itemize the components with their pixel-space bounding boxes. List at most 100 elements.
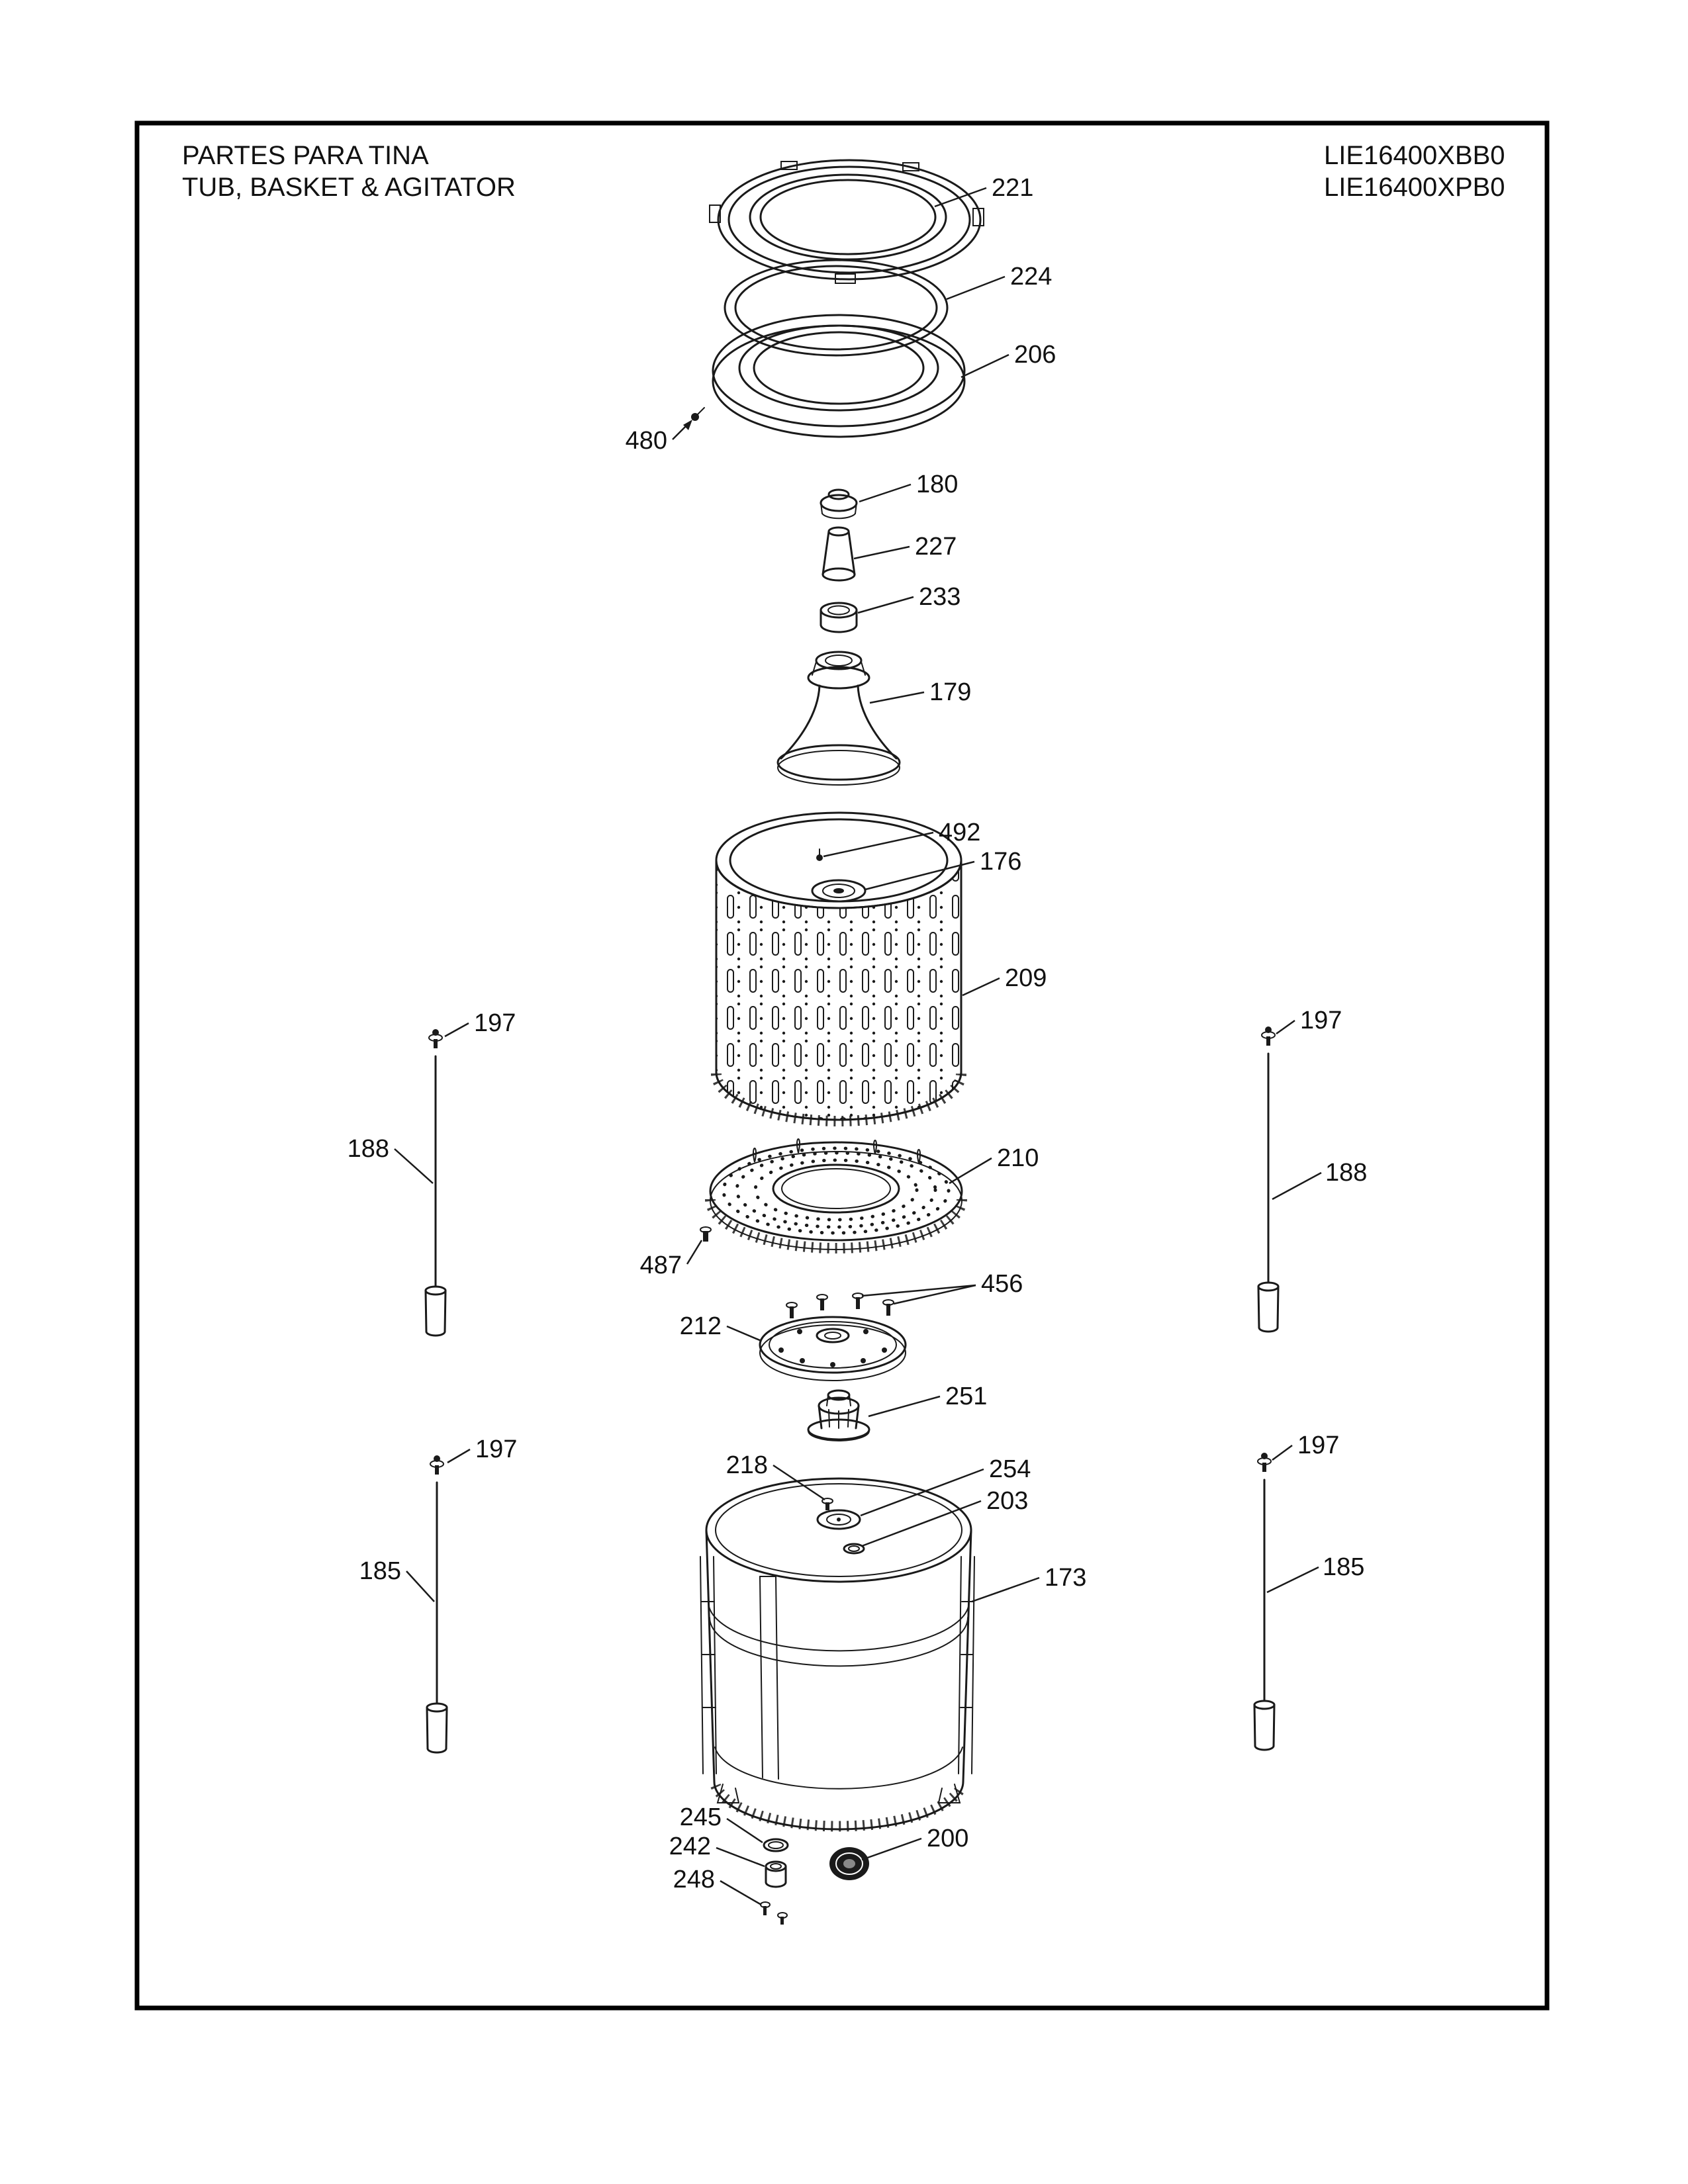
callout-label-242: 242 [669, 1833, 711, 1860]
callout-185-right: 185 [1266, 1553, 1364, 1594]
part-outer-tub-173 [700, 1477, 975, 1832]
callout-label-185: 185 [1323, 1553, 1364, 1581]
callout-185-left: 185 [359, 1557, 435, 1602]
callout-label-203: 203 [986, 1487, 1028, 1515]
part-screw-480 [691, 407, 705, 421]
callout-233: 233 [857, 583, 961, 614]
callout-label-197: 197 [1300, 1007, 1342, 1034]
part-screw-487 [700, 1226, 712, 1242]
callout-176: 176 [865, 848, 1021, 891]
part-hub-176 [811, 879, 867, 903]
callout-label-210: 210 [997, 1144, 1039, 1172]
callout-221: 221 [934, 174, 1033, 208]
part-screw-197-bottom-left [430, 1455, 444, 1475]
part-center-cap-254 [816, 1509, 861, 1530]
callout-label-197: 197 [474, 1009, 516, 1037]
callout-456: 456 [861, 1270, 1023, 1305]
callout-label-209: 209 [1005, 964, 1047, 992]
callout-254: 254 [860, 1455, 1031, 1517]
part-screw-197-bottom-right [1257, 1453, 1272, 1472]
callout-label-197: 197 [1297, 1432, 1339, 1459]
callout-224: 224 [946, 263, 1052, 300]
callout-487: 487 [640, 1240, 703, 1279]
callout-206: 206 [961, 341, 1056, 379]
page-title-spanish: PARTES PARA TINA [182, 141, 429, 170]
part-suspension-rod-185-right [1253, 1479, 1276, 1751]
part-bolt-218 [821, 1498, 833, 1510]
part-cap-200 [829, 1847, 869, 1880]
part-agitator-base-179 [776, 651, 901, 786]
callout-label-254: 254 [989, 1455, 1031, 1483]
part-screw-197-top-right [1261, 1026, 1276, 1046]
part-suspension-rod-185-left [426, 1481, 448, 1754]
callout-label-188: 188 [348, 1135, 389, 1163]
part-agitator-cap-180 [820, 488, 858, 520]
callout-209: 209 [962, 964, 1047, 997]
callout-label-492: 492 [939, 819, 980, 846]
callout-label-233: 233 [919, 583, 961, 611]
callout-label-251: 251 [945, 1383, 987, 1410]
part-screws-248 [760, 1901, 788, 1925]
callout-200: 200 [861, 1825, 968, 1861]
part-screws-456 [786, 1293, 894, 1318]
callout-label-188: 188 [1325, 1159, 1367, 1187]
callout-212: 212 [680, 1312, 762, 1342]
part-drive-block-251 [807, 1389, 870, 1441]
callout-173: 173 [971, 1564, 1086, 1603]
part-cover-ring-206 [712, 314, 966, 438]
part-suspension-rod-188-right [1257, 1052, 1280, 1333]
callout-210: 210 [949, 1144, 1039, 1185]
callout-248: 248 [673, 1866, 762, 1906]
callout-179: 179 [869, 678, 971, 706]
callout-label-180: 180 [916, 471, 958, 498]
callout-label-456: 456 [981, 1270, 1023, 1298]
callout-label-227: 227 [915, 533, 957, 561]
callout-label-173: 173 [1045, 1564, 1086, 1592]
part-wash-basket-209 [711, 811, 966, 1126]
part-spacer-242 [765, 1860, 787, 1888]
callout-label-176: 176 [980, 848, 1021, 876]
callout-188-left: 188 [348, 1135, 434, 1184]
part-tub-ring-221 [709, 159, 984, 284]
callout-197-top-right: 197 [1276, 1007, 1342, 1035]
callout-label-212: 212 [680, 1312, 722, 1340]
callout-251: 251 [868, 1383, 987, 1418]
callout-197-bottom-right: 197 [1272, 1432, 1339, 1461]
callout-label-206: 206 [1014, 341, 1056, 369]
part-hub-flange-212 [759, 1316, 907, 1381]
callout-label-218: 218 [726, 1451, 768, 1479]
callout-480: 480 [626, 420, 692, 455]
part-ring-245 [763, 1838, 789, 1852]
callout-245: 245 [680, 1803, 763, 1844]
header: PARTES PARA TINA TUB, BASKET & AGITATOR … [182, 141, 1505, 202]
callout-242: 242 [669, 1833, 765, 1868]
callout-197-bottom-left: 197 [447, 1435, 517, 1464]
callout-197-top-left: 197 [444, 1009, 516, 1038]
page-title-english: TUB, BASKET & AGITATOR [182, 173, 516, 202]
callout-label-200: 200 [927, 1825, 968, 1852]
callout-188-right: 188 [1272, 1159, 1367, 1201]
callout-label-487: 487 [640, 1251, 682, 1279]
callout-label-245: 245 [680, 1803, 722, 1831]
callout-180: 180 [859, 471, 958, 503]
callout-label-224: 224 [1010, 263, 1052, 291]
part-ring-233 [820, 602, 858, 633]
callout-label-179: 179 [929, 678, 971, 706]
callout-label-248: 248 [673, 1866, 715, 1893]
part-gasket-224 [724, 259, 949, 357]
part-screw-197-top-left [428, 1029, 443, 1048]
callout-label-480: 480 [626, 427, 667, 455]
model-number-1: LIE16400XBB0 [1324, 141, 1505, 170]
part-balance-ring-210 [705, 1138, 967, 1253]
part-screw-492 [816, 848, 823, 861]
model-number-2: LIE16400XPB0 [1324, 173, 1505, 202]
part-suspension-rod-188-left [424, 1055, 447, 1337]
part-cone-227 [821, 526, 856, 582]
callout-203: 203 [861, 1487, 1028, 1547]
callout-label-221: 221 [992, 174, 1033, 202]
part-washer-203 [843, 1543, 865, 1555]
page-border [134, 120, 1550, 2011]
callout-218: 218 [726, 1451, 825, 1501]
